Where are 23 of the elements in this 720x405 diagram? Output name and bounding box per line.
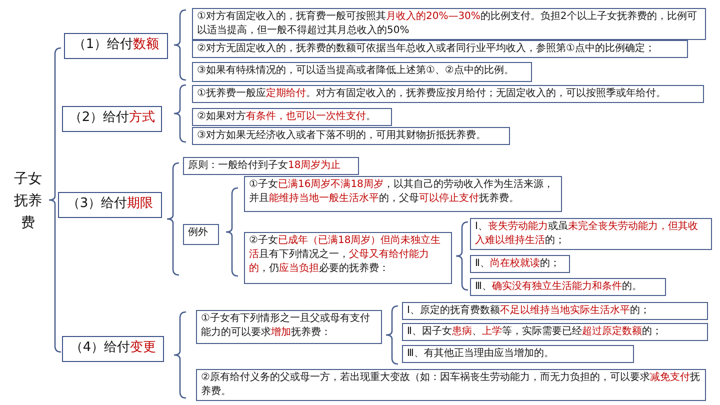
text-box: ①抚养费一般应定期给付。对方有固定收入的，抚养费应按月给付；无固定收入的，可以按照季或年给付。: [192, 85, 704, 103]
heading-box: （2）给付方式: [62, 106, 162, 132]
text-box: 原则：一般给付到子女18周岁为止: [183, 157, 359, 175]
text-box: 例外: [183, 224, 219, 245]
heading-box: （4）给付变更: [62, 336, 164, 362]
text-box: Ⅱ、尚在校就读的；: [470, 255, 570, 273]
text-box: ①子女有下列情形之一且父或母有支付能力的可以要求增加抚养费：: [196, 310, 382, 344]
heading-box: （3）给付期限: [58, 192, 162, 218]
text-box: ①对方有固定收入的，抚育费一般可按照其月收入的20%—30%的比例支付。负担2个以上子女抚养费的，比例可以适当提高，但一般不得超过其月总收入的50%: [192, 8, 706, 40]
text-box: ②对方无固定收入的，抚养费的数额可依据当年总收入或者同行业平均收入，参照第①点中的比例确定；: [192, 40, 688, 58]
root-label: 子女抚养费: [13, 170, 43, 233]
text-box: ①子女已满16周岁不满18周岁，以其自己的劳动收入作为生活来源，并且能维持当地一般生活水平的，父母可以停止支付抚养费。: [244, 176, 562, 212]
heading-box: （1）给付数额: [64, 33, 168, 59]
text-box: ②如果对方有条件，也可以一次性支付。: [192, 108, 392, 126]
text-box: Ⅲ、有其他正当理由应当增加的。: [402, 345, 634, 363]
text-box: ③如果有特殊情况的，可以适当提高或者降低上述第①、②点中的比例。: [192, 62, 532, 82]
text-box: Ⅰ、丧失劳动能力或虽未完全丧失劳动能力，但其收入难以维持生活的；: [470, 218, 712, 250]
text-box: ②子女已成年（已满18周岁）但尚未独立生活且有下列情况之一，父母又有给付能力的，仍应当负担必要的抚养费：: [244, 232, 452, 284]
text-box: ②原有给付义务的父或母一方，若出现重大变故（如：因车祸丧生劳动能力，而无力负担的，可以要求减免支付抚养费。: [196, 369, 706, 401]
text-box: Ⅲ、确实没有独立生活能力和条件的。: [470, 278, 666, 296]
text-box: ③对方如果无经济收入或者下落不明的，可用其财物折抵抚养费。: [192, 127, 510, 145]
text-box: Ⅰ、原定的抚育费数额不足以维持当地实际生活水平的；: [402, 302, 708, 320]
text-box: Ⅱ、因子女患病、上学等，实际需要已经超过原定数额的；: [402, 323, 708, 341]
